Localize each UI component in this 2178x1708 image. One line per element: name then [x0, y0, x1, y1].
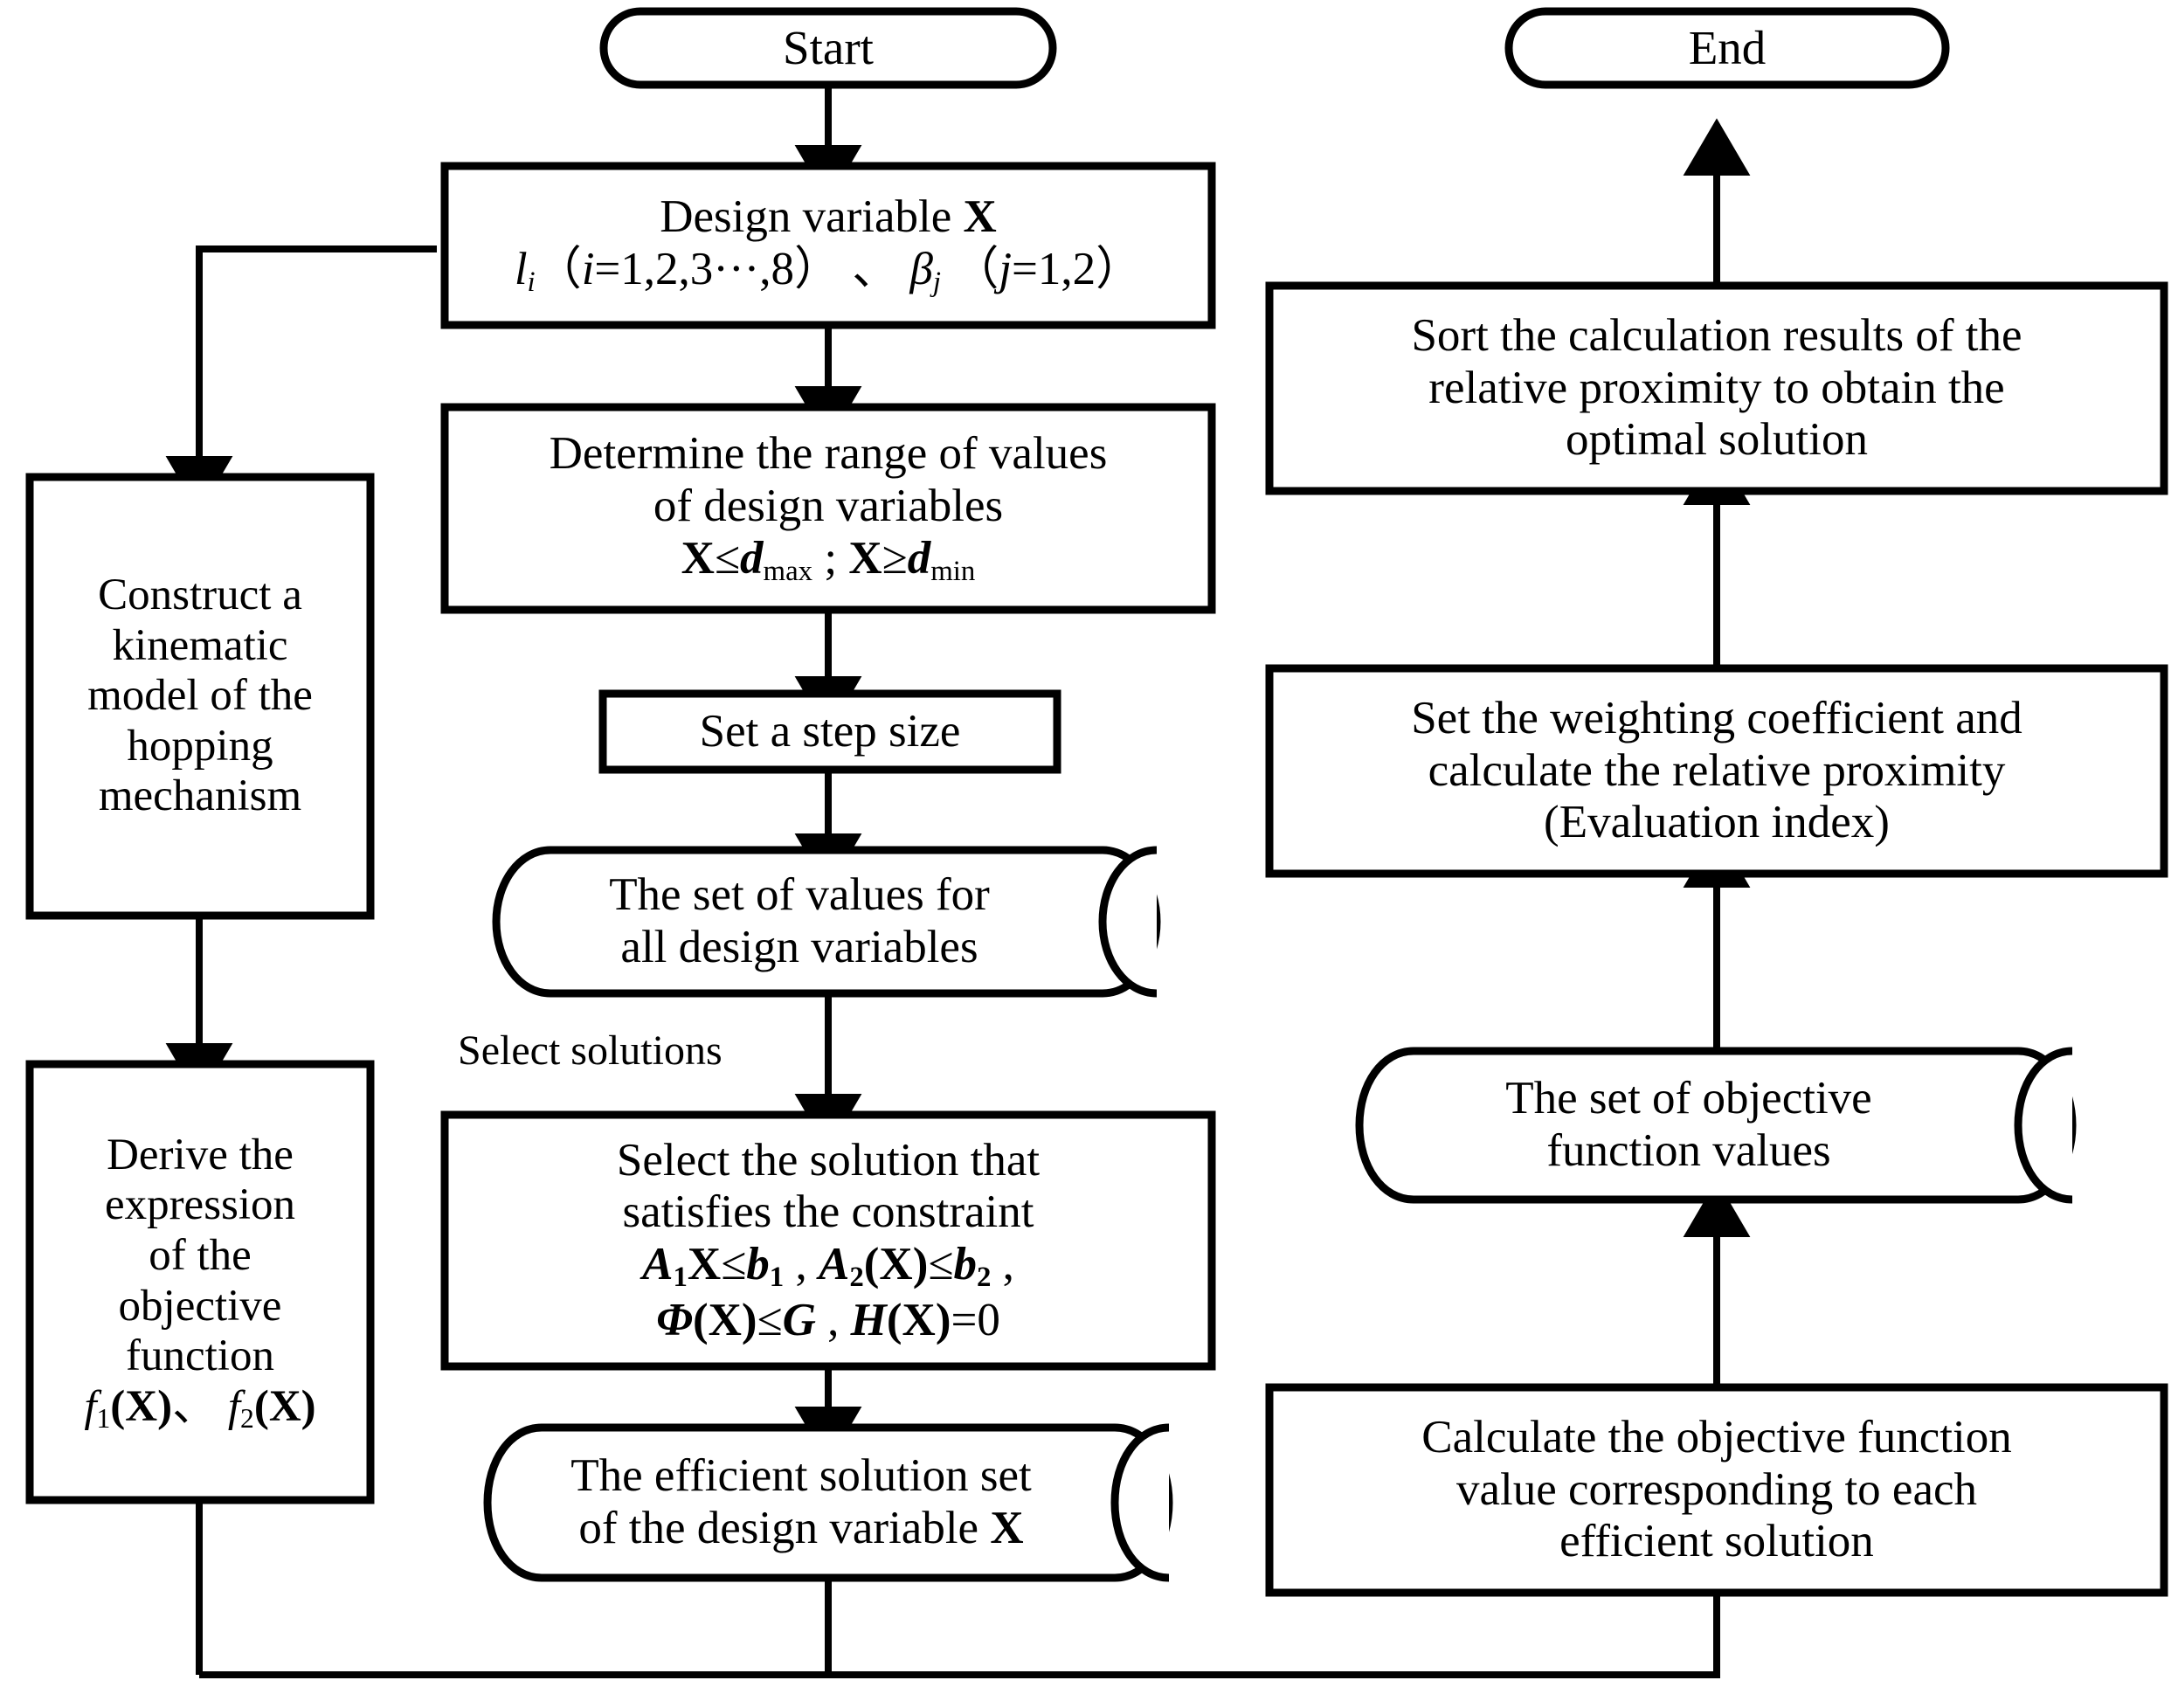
- node-start-shape[interactable]: [599, 7, 1057, 89]
- node-determine-range-shape[interactable]: [440, 403, 1216, 614]
- node-end-shape[interactable]: [1504, 7, 1950, 89]
- node-construct-model-shape[interactable]: [25, 473, 375, 920]
- node-design-variable-shape[interactable]: [440, 162, 1216, 329]
- edge-label-select-solutions: Select solutions: [458, 1027, 723, 1074]
- node-derive-expression-shape[interactable]: [25, 1060, 375, 1504]
- node-select-solution-shape[interactable]: [440, 1110, 1216, 1371]
- node-values-cylinder-shape[interactable]: [492, 846, 1161, 998]
- node-calculate-objective-shape[interactable]: [1265, 1383, 2168, 1597]
- node-set-step-shape[interactable]: [598, 689, 1061, 774]
- node-efficient-set-cylinder-shape[interactable]: [483, 1423, 1173, 1582]
- node-sort-results-shape[interactable]: [1265, 281, 2168, 495]
- node-set-weighting-shape[interactable]: [1265, 664, 2168, 878]
- edge-design-variable-to-construct-model: [165, 245, 437, 514]
- node-objective-values-cylinder-shape[interactable]: [1355, 1047, 2077, 1204]
